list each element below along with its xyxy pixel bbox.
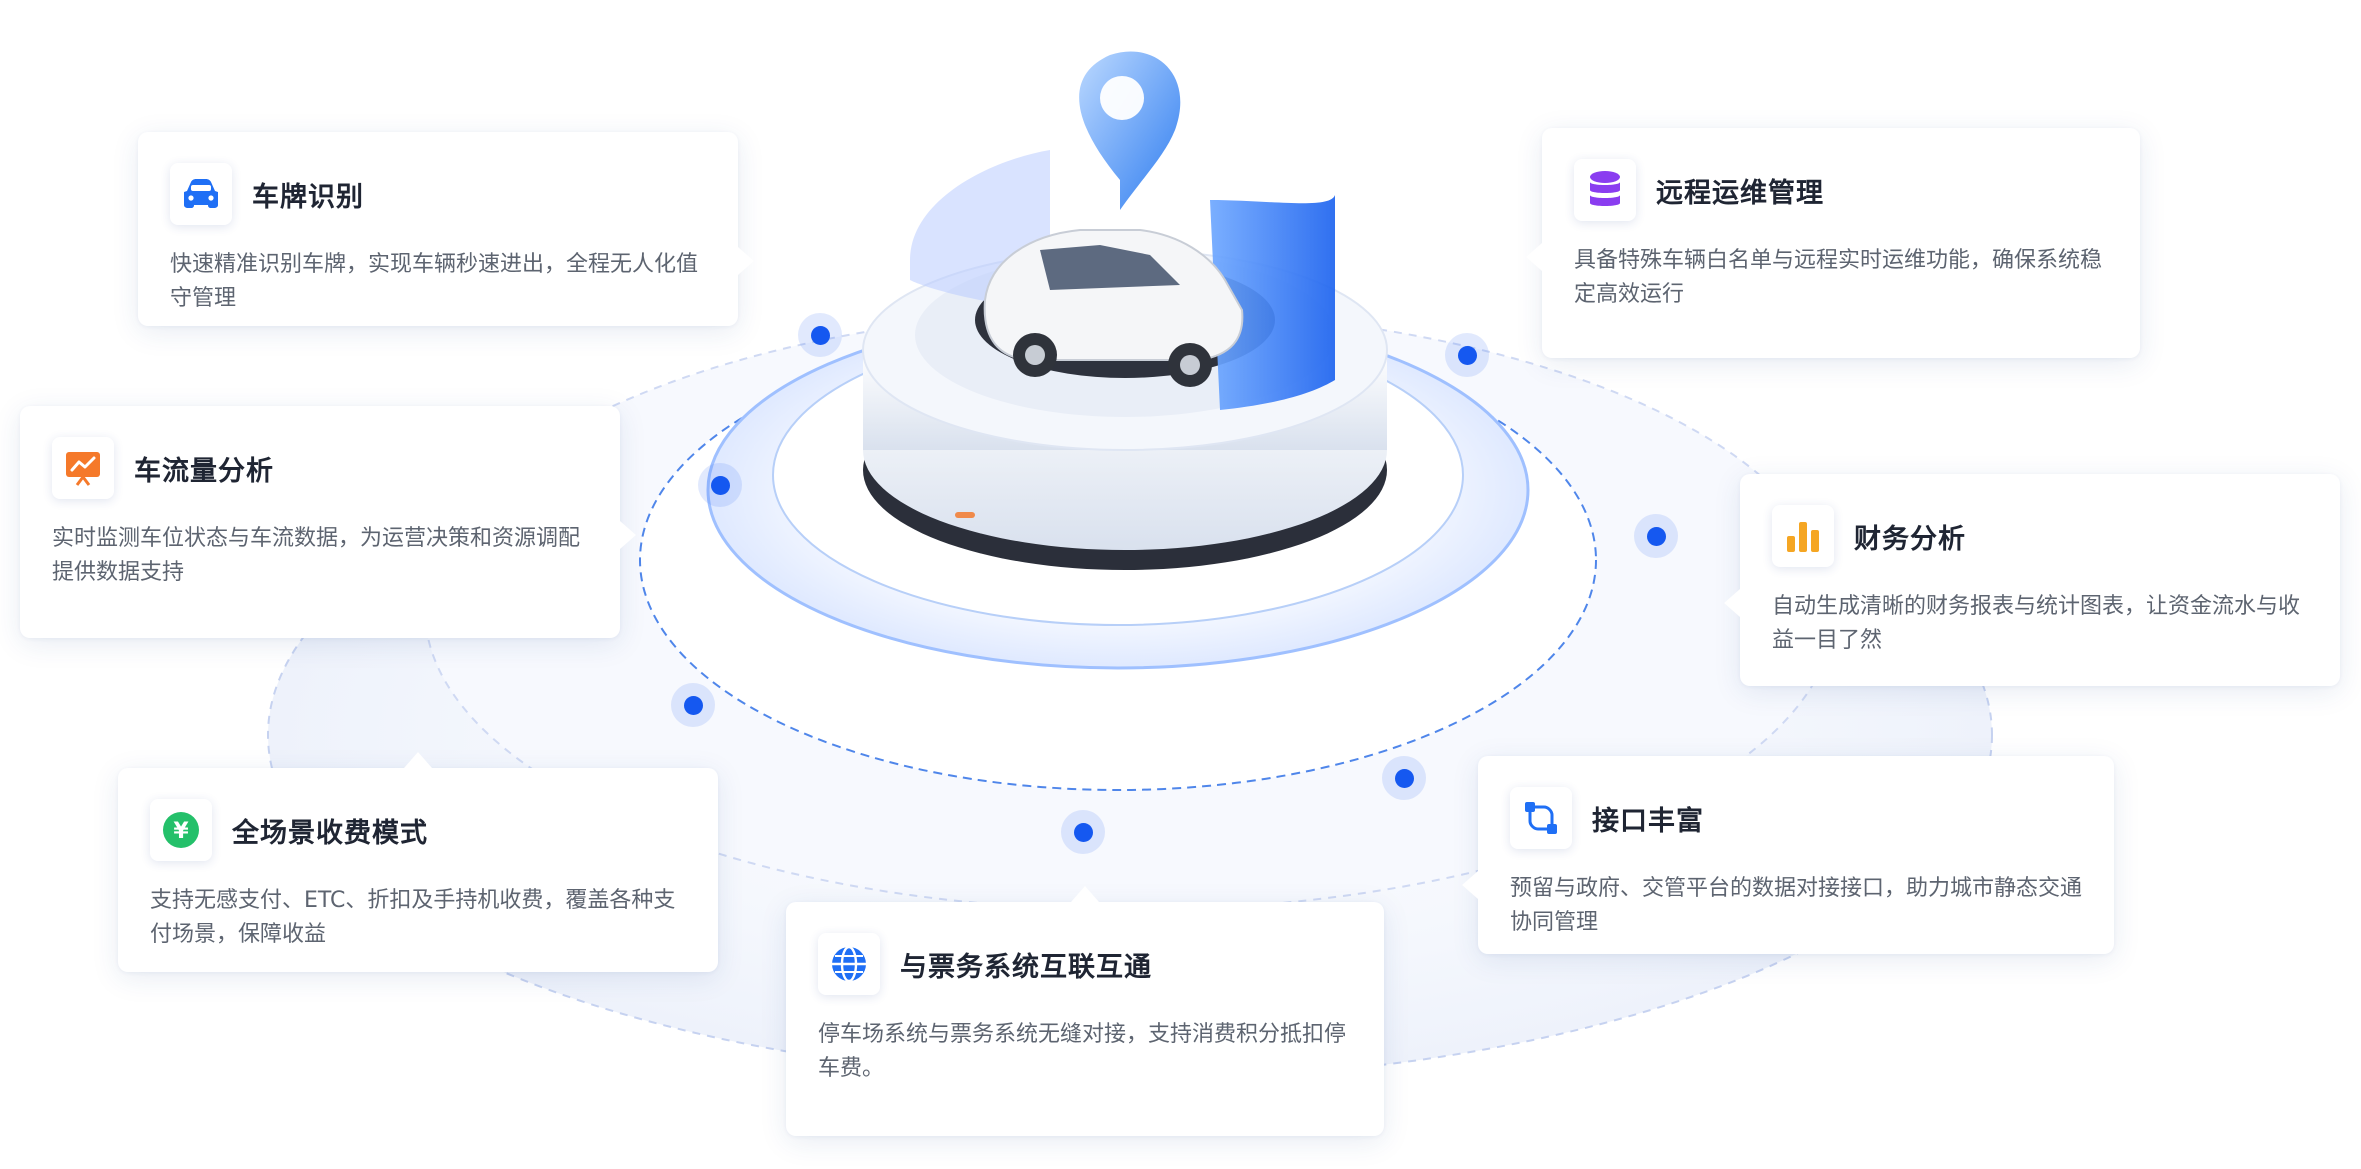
feature-card-api: 接口丰富 预留与政府、交管平台的数据对接接口，助力城市静态交通协同管理 [1462, 756, 2114, 954]
feature-card-flow: 车流量分析 实时监测车位状态与车流数据，为运营决策和资源调配提供数据支持 [20, 406, 636, 638]
card-description: 具备特殊车辆白名单与远程实时运维功能，确保系统稳定高效运行 [1574, 248, 2103, 307]
card-title: 车流量分析 [134, 455, 274, 487]
car-front-icon [170, 163, 232, 225]
card-description: 快速精准识别车牌，实现车辆秒速进出，全程无人化值守管理 [170, 252, 699, 311]
card-title: 车牌识别 [252, 181, 364, 213]
feature-card-fee: ¥ 全场景收费模式 支持无感支付、ETC、折扣及手持机收费，覆盖各种支付场景，保… [118, 752, 718, 972]
parking-hub-illustration [850, 50, 1410, 594]
database-icon [1574, 159, 1636, 221]
globe-icon [818, 933, 880, 995]
card-description: 预留与政府、交管平台的数据对接接口，助力城市静态交通协同管理 [1510, 876, 2083, 935]
card-description: 实时监测车位状态与车流数据，为运营决策和资源调配提供数据支持 [52, 526, 581, 585]
card-title: 全场景收费模式 [232, 817, 428, 849]
node-dot [1382, 756, 1426, 800]
node-dot [698, 463, 742, 507]
card-description: 支持无感支付、ETC、折扣及手持机收费，覆盖各种支付场景，保障收益 [150, 888, 676, 947]
bar-chart-icon [1772, 505, 1834, 567]
card-description: 自动生成清晰的财务报表与统计图表，让资金流水与收益一目了然 [1772, 594, 2301, 653]
card-title: 远程运维管理 [1656, 177, 1824, 209]
connector-icon [1510, 787, 1572, 849]
card-title: 与票务系统互联互通 [900, 951, 1152, 983]
card-title: 接口丰富 [1592, 805, 1704, 837]
node-dot [671, 683, 715, 727]
chart-board-icon [52, 437, 114, 499]
node-dot [1061, 810, 1105, 854]
yuan-coin-icon: ¥ [150, 799, 212, 861]
card-description: 停车场系统与票务系统无缝对接，支持消费积分抵扣停车费。 [818, 1022, 1347, 1081]
svg-text:¥: ¥ [173, 819, 189, 844]
feature-card-finance: 财务分析 自动生成清晰的财务报表与统计图表，让资金流水与收益一目了然 [1724, 474, 2340, 686]
feature-card-ticket: 与票务系统互联互通 停车场系统与票务系统无缝对接，支持消费积分抵扣停车费。 [786, 886, 1384, 1136]
feature-card-remote: 远程运维管理 具备特殊车辆白名单与远程实时运维功能，确保系统稳定高效运行 [1526, 128, 2140, 358]
node-dot [1634, 514, 1678, 558]
card-title: 财务分析 [1854, 523, 1966, 555]
node-dot [1445, 333, 1489, 377]
feature-card-plate: 车牌识别 快速精准识别车牌，实现车辆秒速进出，全程无人化值守管理 [138, 132, 754, 326]
node-dot [798, 313, 842, 357]
